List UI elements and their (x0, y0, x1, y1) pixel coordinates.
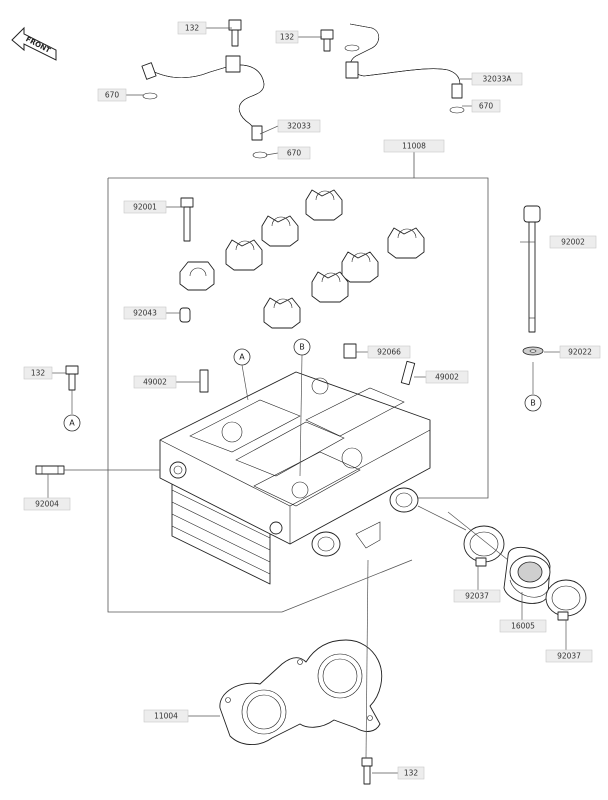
part-label-92037-right: 92037 (545, 649, 593, 663)
bolt-132-left (65, 365, 79, 391)
part-label-49002-right: 49002 (425, 370, 469, 384)
svg-text:670: 670 (105, 91, 120, 100)
clamp-92037-left (463, 525, 505, 567)
svg-text:92004: 92004 (35, 500, 59, 509)
svg-text:132: 132 (31, 369, 46, 378)
part-label-92004: 92004 (23, 497, 71, 511)
part-label-32033a: 32033A (471, 72, 523, 86)
bolt-132-bottom (361, 757, 373, 785)
svg-text:670: 670 (287, 149, 302, 158)
svg-text:92037: 92037 (557, 652, 581, 661)
svg-text:49002: 49002 (143, 378, 167, 387)
clamp-92037-right (545, 579, 587, 621)
svg-text:132: 132 (280, 33, 295, 42)
bolt-132-top-left (228, 19, 242, 47)
svg-text:32033A: 32033A (483, 75, 513, 84)
part-label-132-top-right: 132 (275, 30, 299, 44)
svg-text:92022: 92022 (568, 348, 592, 357)
svg-text:92001: 92001 (133, 203, 157, 212)
dowel-92043 (179, 307, 191, 323)
cylinder-head-frame (107, 152, 489, 613)
part-label-132-left: 132 (23, 366, 53, 380)
svg-text:49002: 49002 (435, 373, 459, 382)
svg-text:B: B (530, 399, 536, 408)
svg-text:A: A (69, 419, 75, 428)
leader-lines (47, 27, 567, 774)
ref-marker-b-upper: B (293, 338, 311, 356)
ref-marker-a-upper: A (233, 348, 251, 366)
stud-92004 (35, 465, 65, 475)
ref-marker-b-lower: B (524, 394, 542, 412)
part-label-11004: 11004 (143, 709, 189, 723)
bolt-132-top-right (320, 29, 334, 52)
camshaft-caps (179, 189, 425, 329)
part-label-11008: 11008 (383, 139, 445, 153)
svg-text:132: 132 (185, 24, 200, 33)
oil-pipe-right (344, 23, 465, 114)
part-label-670-mid: 670 (277, 146, 311, 160)
front-arrow-icon: FRONT (11, 26, 57, 61)
svg-text:92043: 92043 (133, 309, 157, 318)
part-label-92001: 92001 (123, 200, 167, 214)
svg-text:670: 670 (479, 102, 494, 111)
cylinder-head (159, 343, 431, 585)
part-label-32033: 32033 (277, 119, 321, 133)
oil-pipe-left (141, 55, 268, 159)
svg-text:92066: 92066 (377, 348, 401, 357)
head-gasket-11004 (219, 639, 383, 745)
part-label-16005: 16005 (499, 619, 547, 633)
part-label-92002: 92002 (549, 235, 597, 249)
ref-marker-a-lower: A (63, 414, 81, 432)
svg-text:11008: 11008 (402, 142, 426, 151)
intake-holder-16005 (503, 547, 551, 604)
part-label-132-bottom: 132 (397, 766, 425, 780)
svg-text:92037: 92037 (465, 592, 489, 601)
part-label-92066: 92066 (367, 345, 411, 359)
svg-text:132: 132 (404, 769, 419, 778)
svg-text:A: A (239, 353, 245, 362)
svg-text:92002: 92002 (561, 238, 585, 247)
svg-text:11004: 11004 (154, 712, 178, 721)
part-label-132-top-left: 132 (177, 21, 207, 35)
part-label-92043: 92043 (123, 306, 167, 320)
svg-text:32033: 32033 (287, 122, 311, 131)
stud-92001 (180, 197, 194, 242)
stud-92002 (522, 205, 544, 356)
svg-text:B: B (299, 343, 305, 352)
part-label-670-left: 670 (97, 88, 127, 102)
part-label-670-right: 670 (471, 99, 501, 113)
part-label-49002-left: 49002 (133, 375, 177, 389)
part-label-92037-left: 92037 (453, 589, 501, 603)
part-label-92022: 92022 (559, 345, 601, 359)
svg-text:16005: 16005 (511, 622, 535, 631)
